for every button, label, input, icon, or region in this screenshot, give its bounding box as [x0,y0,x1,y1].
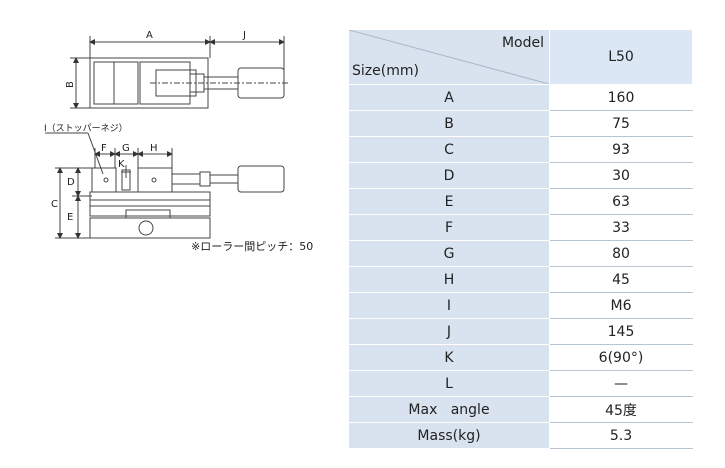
side-view [45,132,285,239]
top-view [70,36,290,109]
dim-label-g: G [122,143,130,154]
row-label: E [348,188,550,215]
roller-pitch-note: ※ローラー間ピッチ：50 [191,240,313,253]
row-label: Mass(kg) [348,422,550,449]
table-row: Mass(kg)5.3 [348,422,693,449]
model-value-cell: L50 [549,29,693,85]
dim-label-h: H [150,143,158,154]
row-value: 160 [549,84,693,111]
row-value: 145 [549,318,693,345]
row-value: M6 [549,292,693,319]
row-label: I [348,292,550,319]
row-value: 6(90°) [549,344,693,371]
stopper-note: I（ストッパーネジ） [44,123,128,134]
size-header-label: Size(mm) [352,63,419,79]
row-label: F [348,214,550,241]
row-value: 45 [549,266,693,293]
model-header-label: Model [501,35,544,51]
row-label: K [348,344,550,371]
dim-label-c: C [51,199,58,210]
row-value: 93 [549,136,693,163]
diagonal-divider [349,30,549,84]
dim-label-d: D [67,177,75,188]
row-label: L [348,370,550,397]
dim-label-b: B [65,81,76,88]
vise-diagram: A J B F G H K C D E I（ストッパーネジ） ※ローラー間ピッチ… [44,30,313,253]
dim-label-f: F [101,143,107,154]
dim-label-e: E [67,212,73,223]
row-value: 5.3 [549,422,693,449]
dim-label-k: K [118,159,125,170]
row-label: Max angle [348,396,550,423]
dim-label-a: A [146,30,153,41]
row-value: 45度 [549,396,693,423]
row-value: 75 [549,110,693,137]
table-row: L— [348,370,693,397]
dim-label-j: J [242,30,246,41]
row-label: H [348,266,550,293]
row-value: 30 [549,162,693,189]
row-label: J [348,318,550,345]
row-label: A [348,84,550,111]
table-header-row: Model Size(mm) L50 [348,29,693,85]
row-label: D [348,162,550,189]
row-value: — [549,370,693,397]
row-label: C [348,136,550,163]
row-value: 63 [549,188,693,215]
row-value: 80 [549,240,693,267]
row-label: G [348,240,550,267]
header-diagonal-cell: Model Size(mm) [348,29,550,85]
technical-drawing: A J B F G H K C D E I（ストッパーネジ） ※ローラー間ピッチ… [0,0,340,468]
row-label: B [348,110,550,137]
row-value: 33 [549,214,693,241]
